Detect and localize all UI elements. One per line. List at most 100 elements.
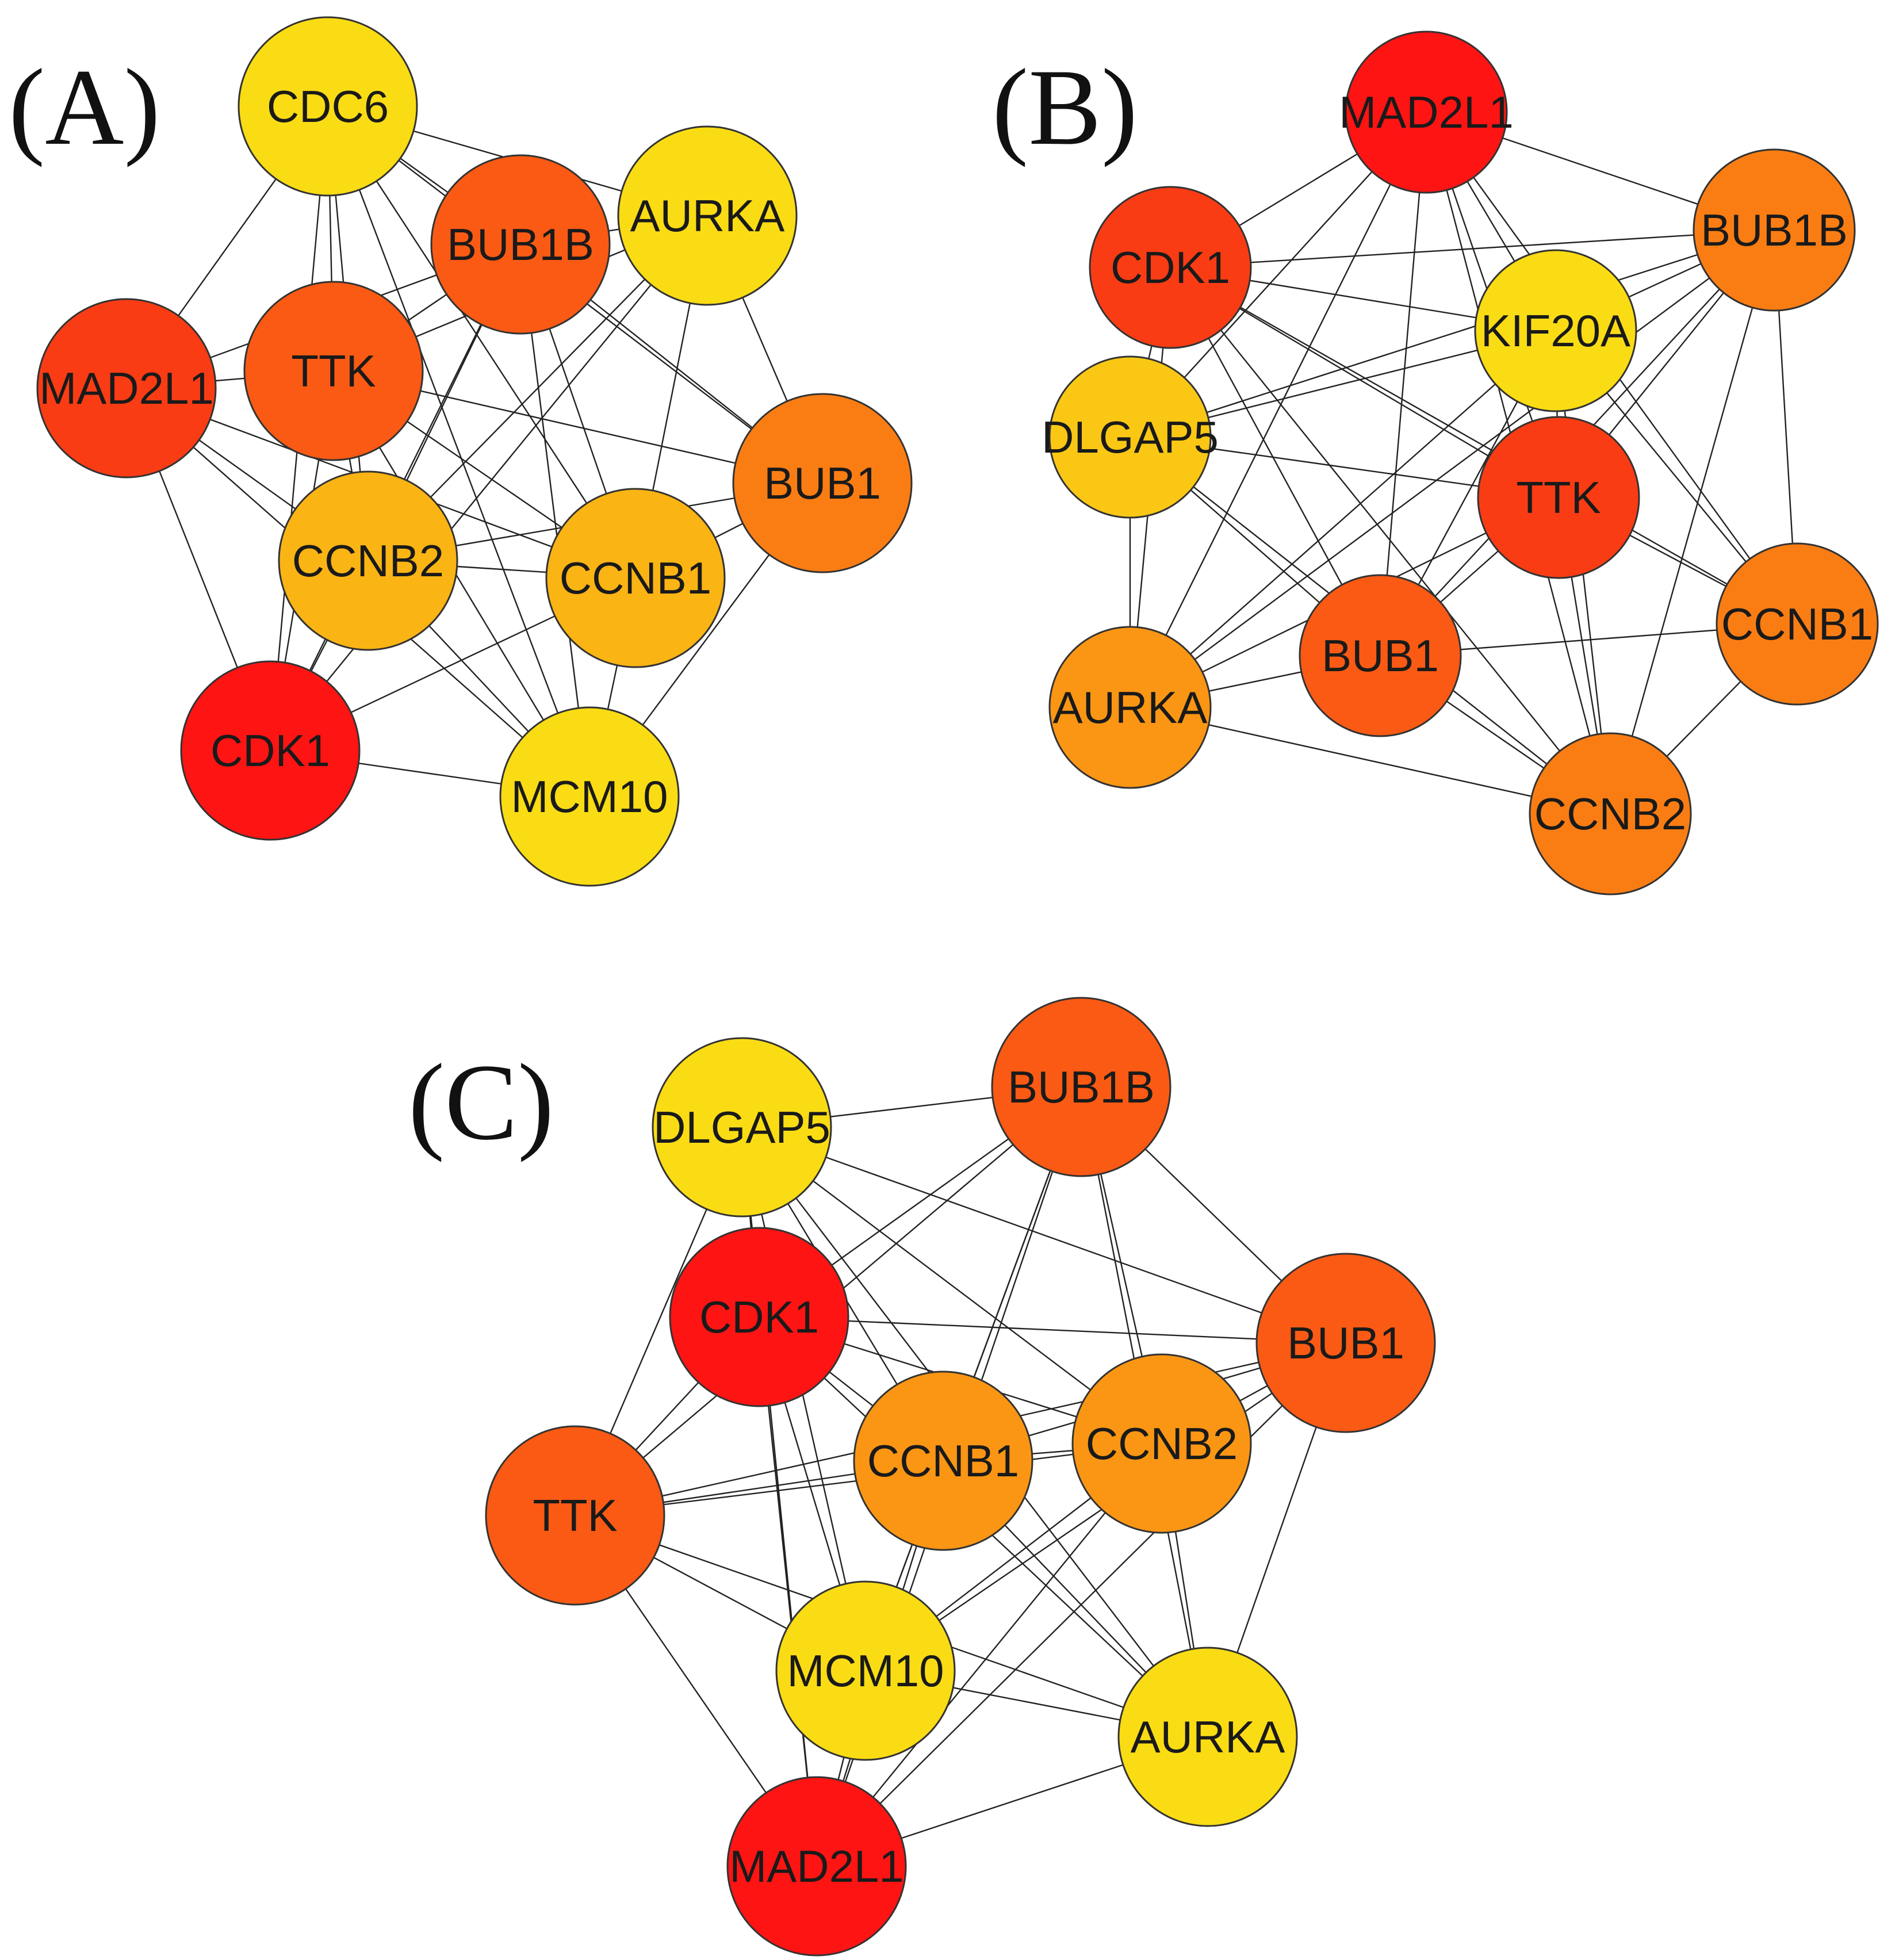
edge-cdc6-ccnb1 <box>327 106 637 579</box>
node-ccnb1: CCNB1 <box>545 488 726 668</box>
node-circle-ttk <box>243 281 424 461</box>
node-bub1b: BUB1B <box>430 154 611 335</box>
node-label-dlgap5: DLGAP5 <box>1042 412 1219 462</box>
node-circle-dlgap5 <box>652 1037 832 1218</box>
node-label-mad2l1: MAD2L1 <box>39 363 213 414</box>
node-aurka: AURKA <box>1048 626 1212 789</box>
edge-bub1b-mcm10 <box>519 244 591 797</box>
node-mcm10: MCM10 <box>775 1580 956 1761</box>
node-circle-ccnb2 <box>1071 1353 1252 1534</box>
edge-bub1b-ccnb2 <box>1609 229 1775 814</box>
node-circle-ccnb1 <box>545 488 726 668</box>
node-circle-bub1 <box>1299 574 1462 737</box>
node-label-aurka: AURKA <box>630 190 785 241</box>
node-label-bub1b: BUB1B <box>1008 1062 1155 1112</box>
node-circle-aurka <box>1048 626 1212 789</box>
edge-kif20a-aurka <box>1130 330 1556 708</box>
node-cdk1: CDK1 <box>669 1227 849 1407</box>
edge-bub1b-dlgap5 <box>1130 229 1775 438</box>
edge-cdc6-mcm10 <box>327 106 591 797</box>
node-cdk1: CDK1 <box>1089 186 1252 349</box>
node-circle-dlgap5 <box>1048 355 1212 519</box>
node-circle-mad2l1 <box>1345 30 1508 194</box>
node-bub1: BUB1 <box>1255 1253 1436 1433</box>
node-aurka: AURKA <box>617 125 798 306</box>
node-ccnb2: CCNB2 <box>278 470 458 651</box>
node-label-bub1b: BUB1B <box>1701 205 1848 255</box>
node-label-bub1: BUB1 <box>1287 1318 1404 1368</box>
node-circle-ttk <box>1477 416 1640 579</box>
node-label-ccnb1: CCNB1 <box>867 1435 1019 1486</box>
node-label-bub1: BUB1 <box>1322 630 1439 681</box>
node-circle-ccnb2 <box>278 470 458 651</box>
node-label-cdc6: CDC6 <box>267 81 389 132</box>
node-dlgap5: DLGAP5 <box>1042 355 1219 519</box>
node-label-ttk: TTK <box>1516 472 1601 523</box>
node-circle-ttk <box>485 1425 665 1606</box>
node-mad2l1: MAD2L1 <box>726 1776 907 1957</box>
node-mad2l1: MAD2L1 <box>36 298 217 478</box>
node-label-cdk1: CDK1 <box>699 1292 819 1342</box>
edge-aurka-ccnb2 <box>1130 706 1611 815</box>
edge-mad2l1-bub1 <box>1379 112 1427 656</box>
node-circle-bub1b <box>430 154 611 335</box>
edge-bub1b-aurka <box>1130 229 1775 708</box>
node-aurka: AURKA <box>1117 1647 1298 1827</box>
node-ttk: TTK <box>485 1425 665 1606</box>
node-label-aurka: AURKA <box>1053 682 1208 733</box>
node-circle-ccnb1 <box>853 1371 1033 1551</box>
node-label-mad2l1: MAD2L1 <box>1339 87 1513 137</box>
node-label-ccnb2: CCNB2 <box>1086 1418 1238 1469</box>
edge-dlgap5-mcm10 <box>741 1127 867 1671</box>
node-circle-aurka <box>1117 1647 1298 1827</box>
node-circle-cdk1 <box>1089 186 1252 349</box>
node-ccnb1: CCNB1 <box>1716 542 1879 706</box>
node-circle-cdk1 <box>180 660 361 841</box>
node-circle-cdc6 <box>238 16 418 197</box>
node-circle-bub1b <box>991 997 1171 1177</box>
node-ttk: TTK <box>1477 416 1640 579</box>
node-label-ttk: TTK <box>291 346 376 396</box>
edge-mad2l1-aurka <box>1129 112 1427 708</box>
edge-cdk1-mad2l1 <box>758 1316 818 1867</box>
node-label-ccnb2: CCNB2 <box>1534 788 1686 839</box>
node-ttk: TTK <box>243 281 424 461</box>
node-ccnb1: CCNB1 <box>853 1371 1033 1551</box>
node-circle-bub1 <box>732 393 913 573</box>
node-label-mad2l1: MAD2L1 <box>729 1841 903 1892</box>
node-ccnb2: CCNB2 <box>1529 732 1692 895</box>
edge-cdk1-ccnb2 <box>1170 267 1611 814</box>
node-label-kif20a: KIF20A <box>1481 305 1630 356</box>
node-bub1: BUB1 <box>1299 574 1462 737</box>
edge-dlgap5-bub1 <box>741 1126 1346 1344</box>
node-circle-ccnb2 <box>1529 732 1692 895</box>
node-label-mcm10: MCM10 <box>511 771 668 822</box>
node-label-ccnb2: CCNB2 <box>292 535 444 586</box>
edge-cdk1-bub1b <box>1170 229 1775 269</box>
node-circle-mad2l1 <box>726 1776 907 1957</box>
node-circle-mad2l1 <box>36 298 217 478</box>
node-circle-kif20a <box>1474 249 1637 412</box>
panel-b-label: (B) <box>992 47 1138 168</box>
node-label-cdk1: CDK1 <box>1111 242 1230 293</box>
node-circle-mcm10 <box>499 706 680 887</box>
edge-ccnb2-mad2l1 <box>816 1443 1162 1867</box>
node-label-cdk1: CDK1 <box>210 725 330 776</box>
node-bub1: BUB1 <box>732 393 913 573</box>
node-cdc6: CDC6 <box>238 16 418 197</box>
edge-aurka-cdk1 <box>270 215 708 751</box>
node-mad2l1: MAD2L1 <box>1339 30 1514 194</box>
node-circle-cdk1 <box>669 1227 849 1407</box>
edge-cdk1-bub1 <box>759 1316 1346 1344</box>
node-bub1b: BUB1B <box>1693 148 1856 312</box>
node-bub1b: BUB1B <box>991 997 1171 1177</box>
node-circle-bub1 <box>1255 1253 1436 1433</box>
panel-c-label: (C) <box>408 1042 554 1163</box>
node-dlgap5: DLGAP5 <box>652 1037 832 1218</box>
node-label-bub1: BUB1 <box>764 458 881 508</box>
